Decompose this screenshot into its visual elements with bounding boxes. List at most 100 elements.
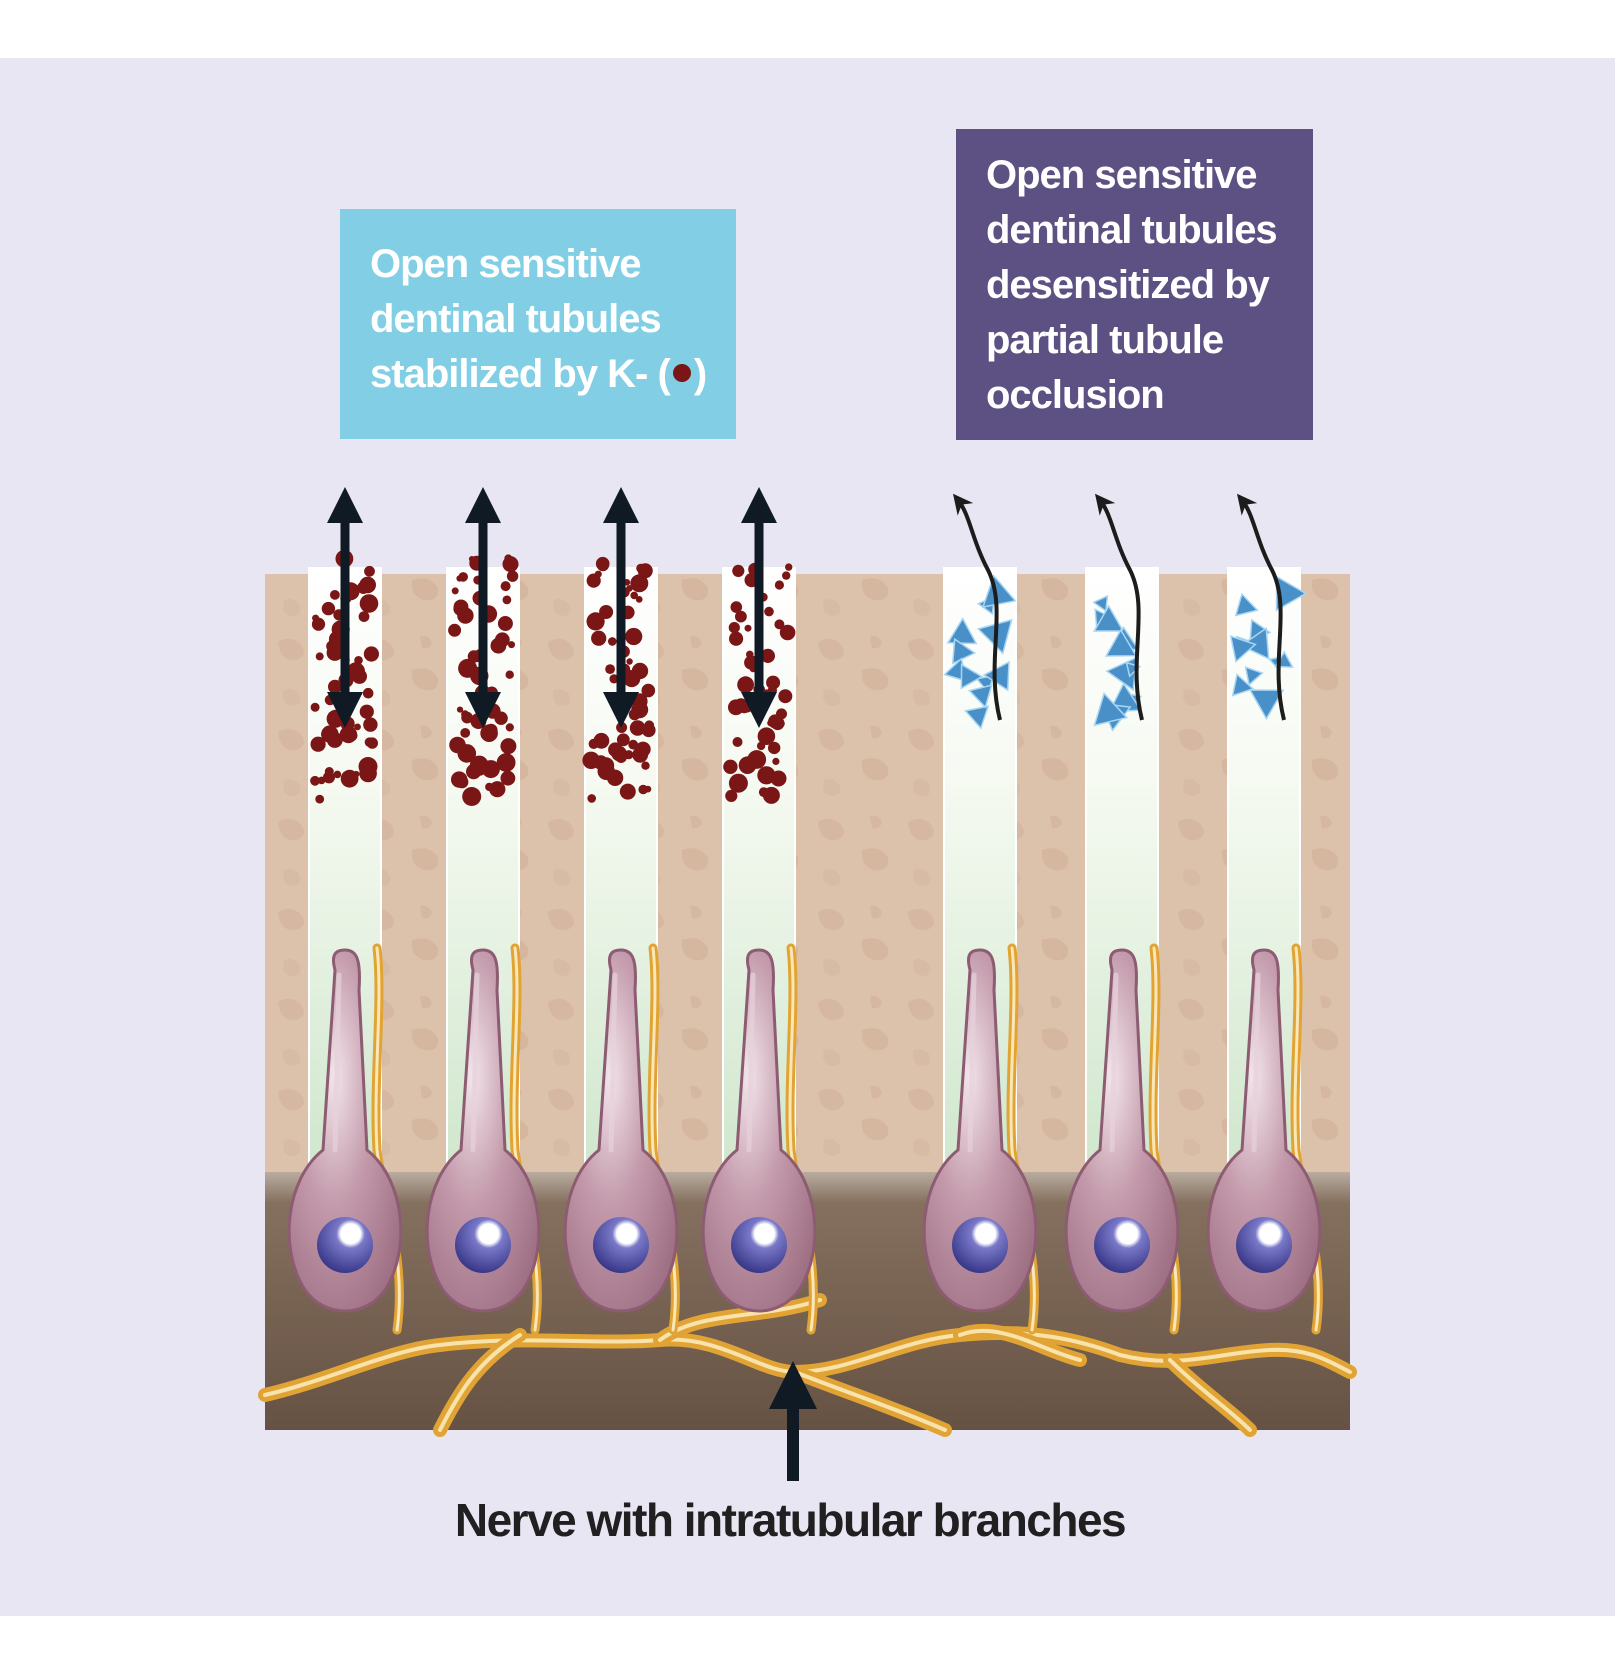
potassium-particle <box>484 723 498 737</box>
intratubular-nerve-highlight <box>788 946 815 1332</box>
potassium-particle <box>641 683 656 698</box>
odontoblast-cell <box>922 948 1038 1313</box>
potassium-particle <box>764 606 774 617</box>
potassium-particle <box>772 757 780 766</box>
potassium-particle <box>644 720 655 731</box>
occlusion-crystal <box>1104 628 1138 657</box>
cell-nucleus <box>952 1217 1008 1273</box>
potassium-particle <box>631 701 649 719</box>
potassium-particle <box>485 703 501 719</box>
potassium-particle <box>611 745 627 762</box>
nerve-caption: Nerve with intratubular branches <box>454 1494 1127 1546</box>
potassium-particle <box>732 564 745 578</box>
reduced-flow-arrow <box>1237 493 1286 721</box>
potassium-particle <box>350 778 357 785</box>
occlusion-label: Open sensitive dentinal tubules desensit… <box>956 129 1313 440</box>
potassium-particle <box>728 622 740 634</box>
potassium-particle <box>317 776 326 785</box>
occlusion-crystal <box>1092 594 1109 613</box>
potassium-label-line3: stabilized by K- () <box>370 347 736 402</box>
potassium-particle <box>782 571 791 580</box>
occlusion-label-line3: desensitized by <box>986 263 1270 307</box>
potassium-particle <box>732 737 743 747</box>
potassium-particle <box>626 585 633 592</box>
potassium-particle <box>310 775 320 786</box>
potassium-particle <box>359 594 379 613</box>
potassium-particle <box>508 641 515 649</box>
potassium-particle <box>723 759 738 774</box>
cell-nucleus <box>455 1217 511 1273</box>
occlusion-crystal <box>1231 673 1255 697</box>
potassium-particle <box>359 704 374 719</box>
odontoblast-process-highlight <box>1109 972 1119 1153</box>
potassium-particle <box>502 595 512 605</box>
potassium-particle <box>489 781 506 798</box>
potassium-particle <box>363 717 378 732</box>
potassium-particle <box>500 770 516 786</box>
potassium-particle <box>472 762 487 776</box>
potassium-particle <box>768 746 775 753</box>
potassium-particle <box>638 784 648 795</box>
potassium-particle <box>451 771 468 788</box>
potassium-particle <box>448 623 462 637</box>
potassium-particle <box>636 563 646 573</box>
potassium-particle <box>363 646 379 662</box>
potassium-particle <box>728 699 744 716</box>
potassium-label-line1: Open sensitive <box>370 242 642 286</box>
potassium-particle <box>763 737 770 745</box>
potassium-particle <box>770 770 787 787</box>
potassium-particle <box>735 610 747 623</box>
nerve-highlight <box>958 1328 1082 1362</box>
potassium-particle <box>594 570 602 578</box>
odontoblast-process-highlight <box>967 972 977 1153</box>
potassium-particle <box>757 727 776 745</box>
potassium-particle <box>315 652 324 661</box>
potassium-particle <box>593 755 609 770</box>
potassium-particle <box>326 709 345 728</box>
potassium-particle <box>747 750 767 769</box>
cell-nucleus <box>1236 1217 1292 1273</box>
cell-nucleus <box>593 1217 649 1273</box>
potassium-particle <box>768 714 783 729</box>
intratubular-nerve-highlight <box>374 946 401 1332</box>
potassium-particle <box>593 732 610 749</box>
potassium-particle <box>762 786 780 804</box>
potassium-particle <box>587 794 596 803</box>
potassium-particle <box>619 783 636 800</box>
odontoblast-process-highlight <box>470 972 480 1153</box>
occlusion-crystal <box>1092 604 1125 632</box>
occlusion-crystal <box>975 674 995 694</box>
potassium-particle <box>766 675 781 690</box>
odontoblast-cell <box>701 948 817 1313</box>
occlusion-label-line1: Open sensitive <box>986 153 1258 197</box>
potassium-particle <box>462 787 482 806</box>
potassium-particle <box>366 737 378 749</box>
potassium-particle <box>605 664 615 674</box>
cell-nucleus <box>731 1217 787 1273</box>
occlusion-crystal <box>1234 592 1259 617</box>
occlusion-crystal <box>1275 575 1308 612</box>
potassium-particle <box>505 670 514 679</box>
nerve-highlight <box>1168 1358 1252 1432</box>
potassium-particle <box>608 637 617 646</box>
potassium-particle <box>358 611 370 622</box>
occlusion-crystal <box>964 705 990 730</box>
intratubular-nerve-highlight <box>1293 946 1320 1332</box>
potassium-particle <box>457 607 474 624</box>
potassium-particle <box>728 773 748 793</box>
potassium-particle <box>458 572 469 582</box>
potassium-particle <box>785 563 793 571</box>
potassium-particle <box>362 687 374 699</box>
occlusion-label-line4: partial tubule <box>986 318 1224 362</box>
potassium-particle <box>310 736 326 752</box>
potassium-particle <box>504 554 513 563</box>
odontoblast-cell <box>425 948 541 1313</box>
potassium-particle <box>347 730 358 741</box>
cell-nucleus <box>317 1217 373 1273</box>
potassium-particle <box>756 741 766 751</box>
potassium-label-line2: dentinal tubules <box>370 297 662 341</box>
potassium-particle <box>595 556 610 571</box>
odontoblast-cell <box>563 948 679 1313</box>
potassium-particle <box>774 580 785 590</box>
